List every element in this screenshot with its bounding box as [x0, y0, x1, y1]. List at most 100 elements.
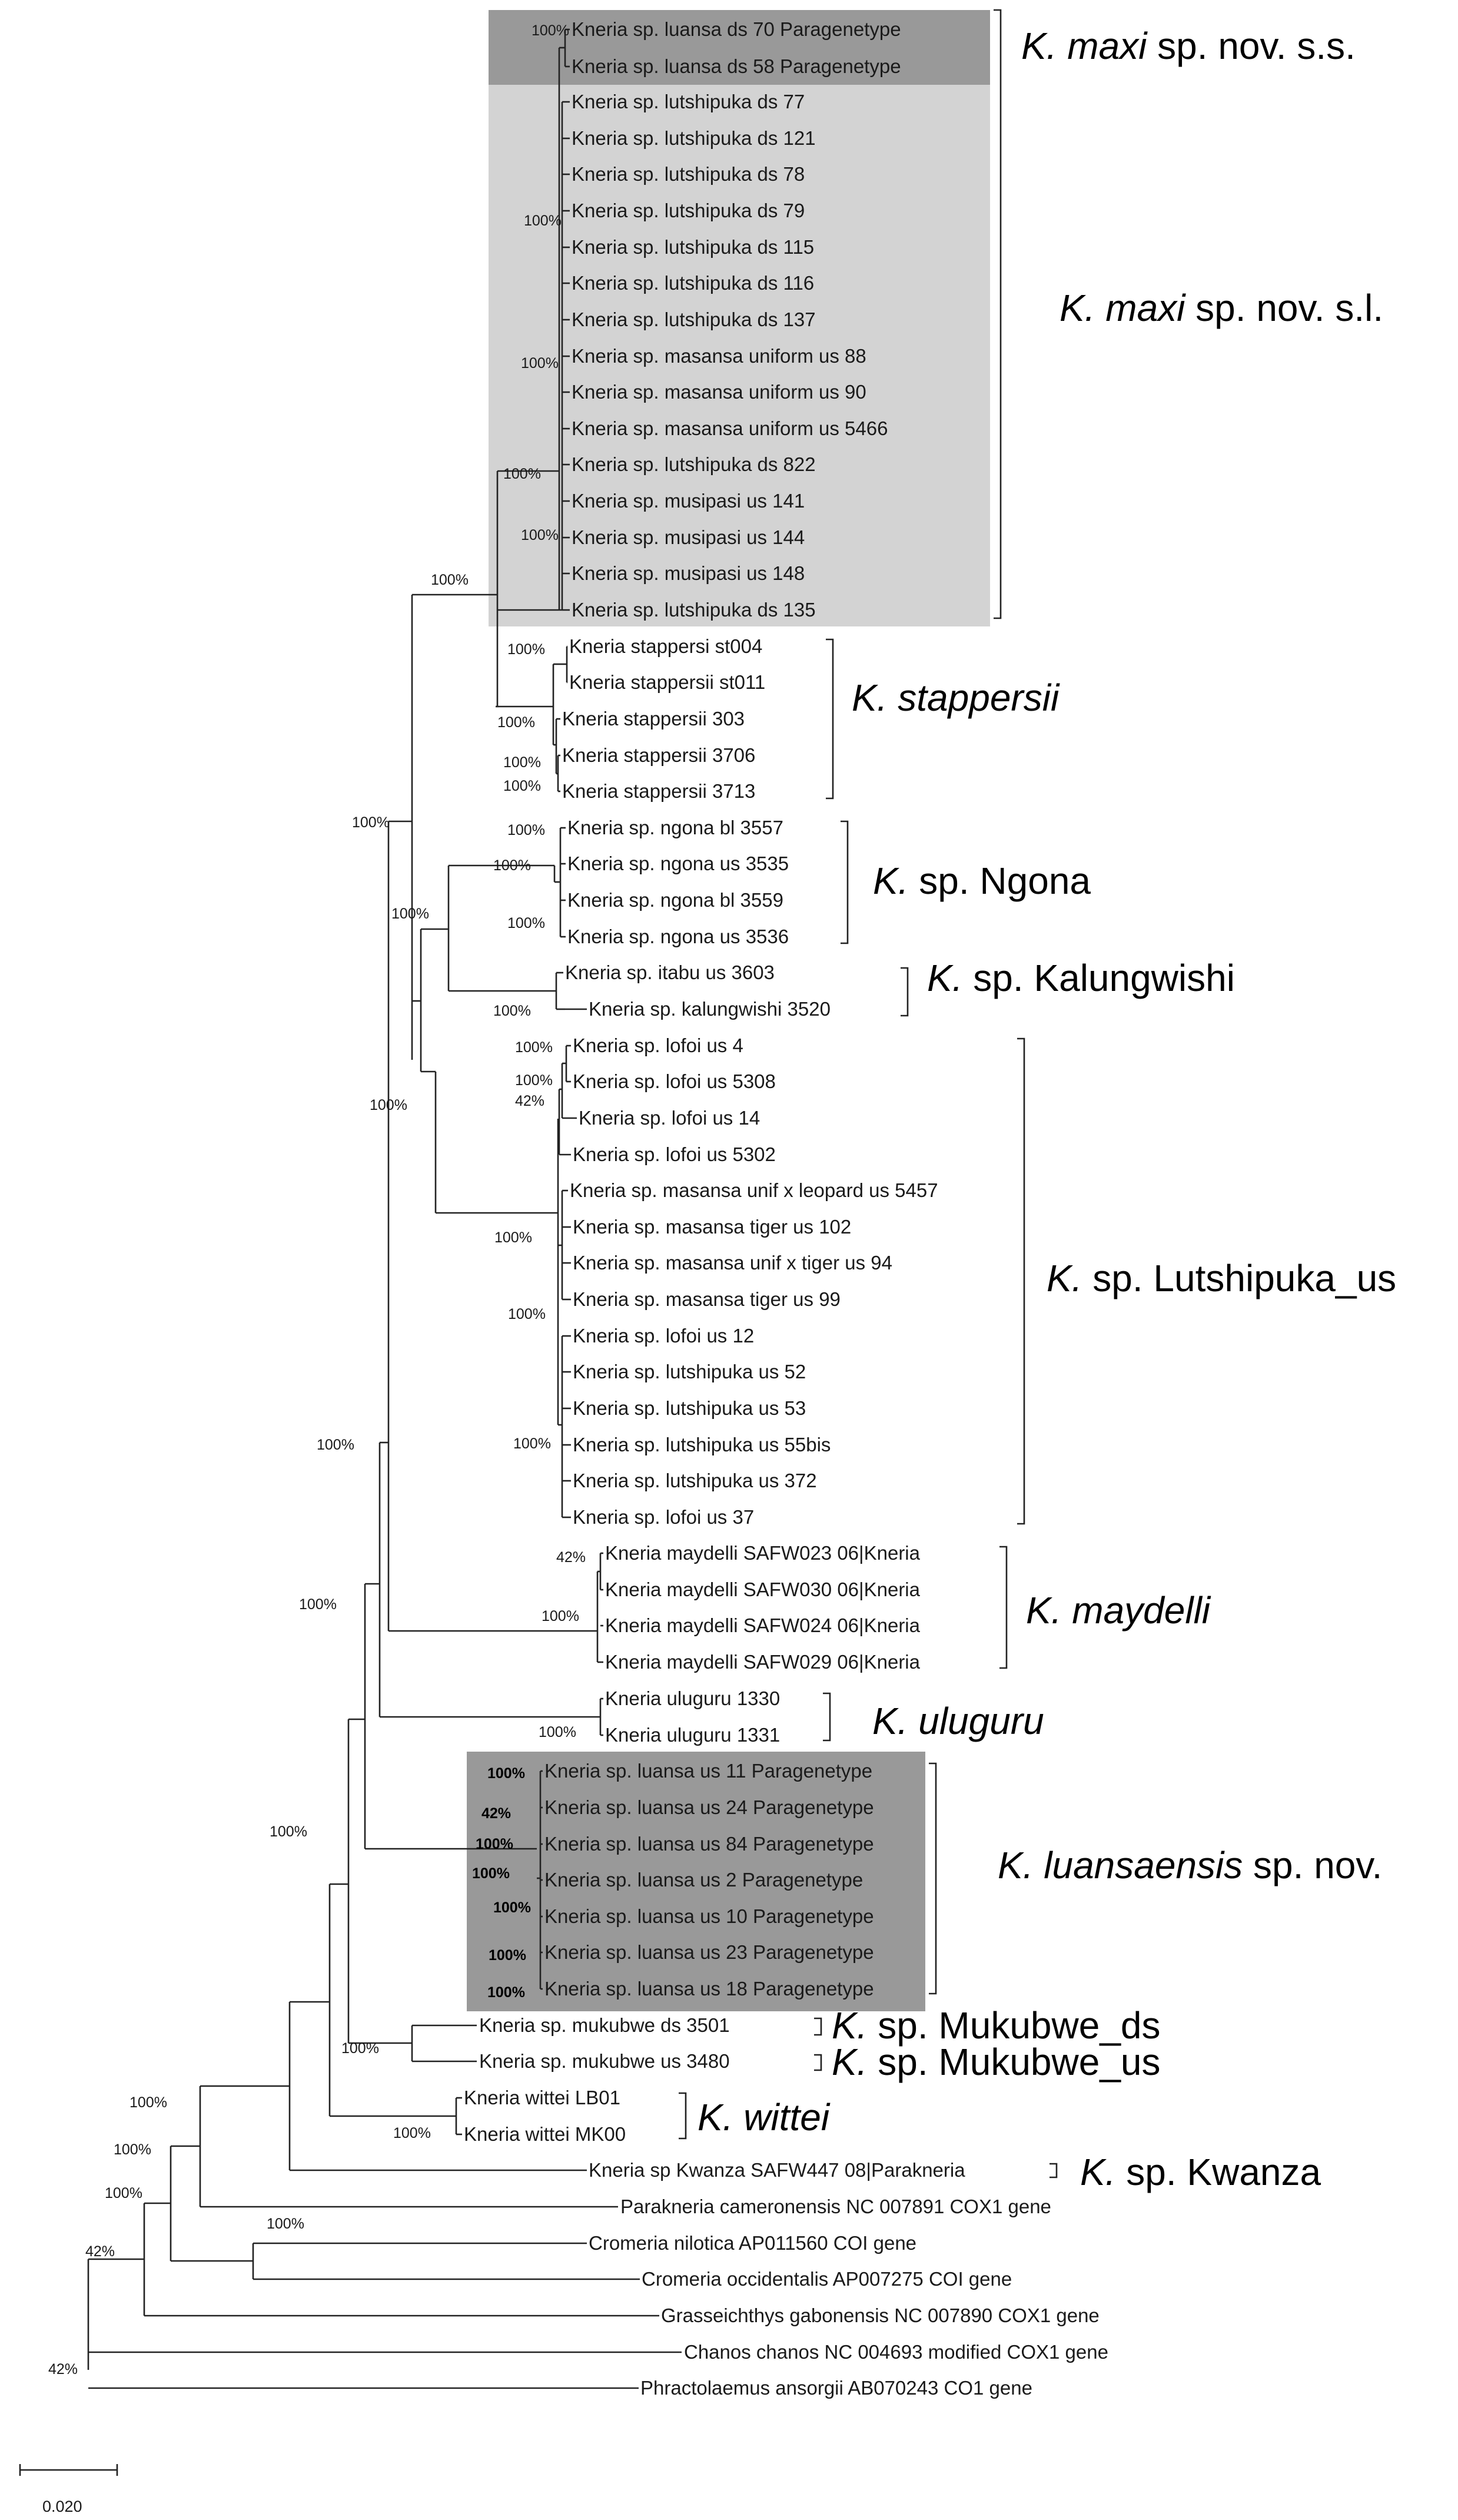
taxon-label: Kneria sp. mukubwe ds 3501: [479, 2014, 730, 2036]
clade-bracket: [814, 2054, 822, 2071]
taxon-label: Kneria sp. musipasi us 141: [572, 490, 805, 512]
bootstrap-value: 100%: [503, 466, 541, 482]
taxon-label: Kneria sp. ngona bl 3557: [567, 817, 783, 838]
taxon-label: Kneria sp. lofoi us 5302: [573, 1143, 776, 1165]
taxon-label: Kneria sp. lofoi us 4: [573, 1034, 743, 1056]
taxon-label: Kneria sp. mukubwe us 3480: [479, 2050, 730, 2072]
bootstrap-value: 100%: [472, 1865, 510, 1882]
taxon-label: Kneria sp. luansa us 18 Paragenetype: [544, 1978, 874, 2000]
scale-bar-label: 0.020: [42, 2498, 82, 2515]
clade-highlight-box: [467, 1752, 925, 2011]
taxon-label: Kneria sp. itabu us 3603: [565, 961, 775, 983]
taxon-label: Kneria sp. lutshipuka ds 78: [572, 163, 805, 185]
taxon-label: Kneria sp. lutshipuka us 55bis: [573, 1434, 831, 1455]
bootstrap-value: 100%: [317, 1437, 354, 1453]
bootstrap-value: 100%: [487, 1765, 525, 1782]
taxon-label: Kneria sp. lutshipuka ds 77: [572, 91, 805, 112]
bootstrap-value: 100%: [391, 906, 429, 922]
clade-name-mukubwe-us: K. sp. Mukubwe_us: [832, 2041, 1161, 2083]
taxon-label: Kneria sp. luansa us 10 Paragenetype: [544, 1905, 874, 1927]
clade-bracket: [826, 638, 834, 800]
taxon-label: Cromeria nilotica AP011560 COI gene: [589, 2232, 916, 2254]
taxon-label: Kneria sp. lofoi us 12: [573, 1325, 754, 1347]
taxon-label: Kneria maydelli SAFW030 06|Kneria: [605, 1579, 921, 1600]
taxon-label: Kneria stappersi st004: [569, 635, 762, 657]
taxon-label: Kneria sp. lofoi us 5308: [573, 1070, 776, 1092]
taxon-label: Kneria sp. masansa tiger us 99: [573, 1288, 841, 1310]
taxon-label: Kneria sp. lutshipuka us 53: [573, 1397, 806, 1419]
bootstrap-value: 100%: [270, 1823, 307, 1840]
taxon-label: Phractolaemus ansorgii AB070243 CO1 gene: [640, 2377, 1032, 2399]
taxon-label: Kneria sp. lutshipuka ds 79: [572, 200, 805, 221]
taxon-label: Kneria sp. lutshipuka ds 137: [572, 309, 816, 330]
taxon-label: Kneria stappersii 3713: [562, 780, 755, 802]
taxon-label: Kneria sp. lutshipuka us 52: [573, 1361, 806, 1382]
taxon-label: Kneria stappersii 303: [562, 708, 745, 730]
bootstrap-value: 42%: [85, 2243, 115, 2260]
bootstrap-value: 100%: [515, 1039, 553, 1056]
clade-bracket: [929, 1762, 937, 1995]
scale-bar: 0.020: [19, 2464, 118, 2515]
clade-name-ngona: K. sp. Ngona: [873, 860, 1091, 902]
taxon-label: Grasseichthys gabonensis NC 007890 COX1 …: [661, 2305, 1100, 2326]
bootstrap-value: 100%: [267, 2216, 304, 2232]
bootstrap-value: 100%: [532, 22, 569, 39]
clade-bracket: [994, 9, 1002, 619]
clade-name-luansaensis: K. luansaensis sp. nov.: [998, 1844, 1382, 1886]
taxon-label: Kneria sp. luansa us 24 Paragenetype: [544, 1796, 874, 1818]
taxon-label: Kneria uluguru 1330: [605, 1687, 780, 1709]
taxon-label: Chanos chanos NC 004693 modified COX1 ge…: [684, 2341, 1108, 2363]
bootstrap-value: 100%: [513, 1435, 551, 1452]
bootstrap-value: 100%: [524, 213, 562, 229]
taxon-label: Kneria sp. musipasi us 148: [572, 562, 805, 584]
taxon-label: Kneria sp. masansa uniform us 5466: [572, 417, 888, 439]
bootstrap-value: 100%: [507, 822, 545, 838]
taxon-label: Kneria wittei LB01: [464, 2087, 620, 2108]
taxon-label: Kneria sp. masansa unif x leopard us 545…: [570, 1179, 938, 1201]
bootstrap-value: 42%: [515, 1093, 544, 1109]
clade-name-mukubwe-ds: K. sp. Mukubwe_ds: [832, 2004, 1161, 2047]
bootstrap-value: 100%: [487, 1984, 525, 2001]
clade-bracket: [679, 2092, 687, 2140]
bootstrap-value: 100%: [539, 1724, 576, 1740]
clade-highlights: [467, 10, 990, 2011]
bootstrap-value: 100%: [105, 2185, 142, 2201]
taxon-label: Kneria sp Kwanza SAFW447 08|Parakneria: [589, 2159, 965, 2181]
taxon-label: Kneria maydelli SAFW024 06|Kneria: [605, 1614, 921, 1636]
taxon-label: Kneria sp. luansa ds 70 Paragenetype: [572, 18, 901, 40]
taxon-label: Kneria stappersii st011: [569, 671, 765, 693]
taxon-label: Kneria maydelli SAFW023 06|Kneria: [605, 1542, 921, 1564]
taxon-label: Kneria sp. lofoi us 37: [573, 1506, 754, 1528]
bootstrap-value: 100%: [542, 1608, 579, 1624]
bootstrap-value: 100%: [341, 2040, 379, 2057]
bootstrap-value: 100%: [370, 1097, 407, 1113]
clade-bracket: [814, 2017, 822, 2036]
taxon-label: Kneria sp. kalungwishi 3520: [589, 998, 831, 1020]
taxon-label: Kneria sp. luansa us 2 Paragenetype: [544, 1869, 863, 1891]
bootstrap-value: 100%: [431, 572, 469, 588]
taxon-label: Kneria sp. masansa tiger us 102: [573, 1216, 851, 1238]
bootstrap-value: 100%: [476, 1836, 513, 1852]
taxon-label: Parakneria cameronensis NC 007891 COX1 g…: [620, 2196, 1051, 2217]
clade-bracket: [999, 1546, 1008, 1669]
taxon-label: Kneria sp. ngona bl 3559: [567, 889, 783, 911]
bootstrap-value: 100%: [493, 1899, 531, 1916]
taxon-label: Kneria wittei MK00: [464, 2123, 626, 2145]
taxon-label: Kneria uluguru 1331: [605, 1724, 780, 1746]
clade-brackets: [679, 9, 1058, 2179]
taxon-labels: Kneria sp. luansa ds 70 ParagenetypeKner…: [464, 18, 1108, 2399]
clade-highlight-box: [489, 85, 990, 626]
bootstrap-value: 100%: [299, 1596, 337, 1613]
taxon-label: Kneria sp. masansa uniform us 90: [572, 381, 866, 403]
clade-name-lutshipuka-us: K. sp. Lutshipuka_us: [1047, 1257, 1396, 1299]
bootstrap-value: 100%: [503, 778, 541, 794]
bootstrap-value: 100%: [521, 355, 559, 372]
clade-name-kwanza: K. sp. Kwanza: [1080, 2151, 1321, 2193]
bootstrap-value: 100%: [129, 2094, 167, 2111]
clade-name-kalungwishi: K. sp. Kalungwishi: [927, 957, 1235, 999]
bootstrap-value: 100%: [507, 915, 545, 931]
clade-name-maxi-sl: K. maxi sp. nov. s.l.: [1060, 287, 1383, 329]
bootstrap-value: 100%: [521, 527, 559, 543]
clade-name-maxi-ss: K. maxi sp. nov. s.s.: [1021, 25, 1356, 67]
taxon-label: Kneria stappersii 3706: [562, 744, 755, 766]
